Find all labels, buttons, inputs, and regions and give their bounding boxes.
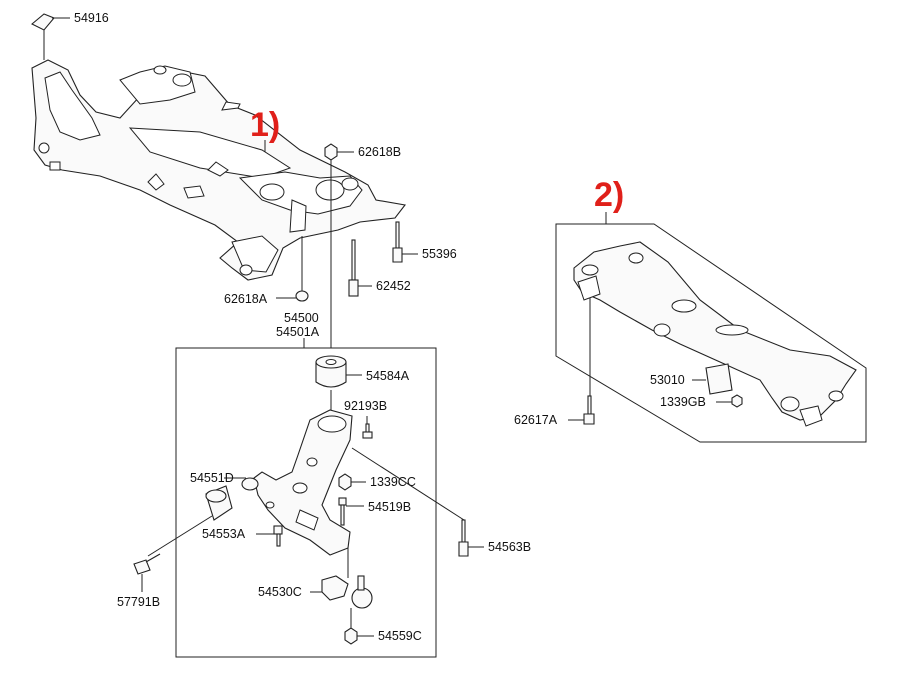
label-62452: 62452 bbox=[376, 279, 411, 293]
label-1339CC: 1339CC bbox=[370, 475, 416, 489]
label-54559C: 54559C bbox=[378, 629, 422, 643]
label-54530C: 54530C bbox=[258, 585, 302, 599]
bolt-54553A[interactable] bbox=[273, 525, 283, 547]
bolt-55396[interactable] bbox=[392, 221, 403, 263]
nut-62618B[interactable] bbox=[324, 143, 338, 161]
bracket-53010[interactable] bbox=[705, 363, 733, 395]
bolt-54563B[interactable] bbox=[458, 519, 469, 557]
front-crossmember[interactable] bbox=[31, 59, 406, 281]
bolt-54519B[interactable] bbox=[338, 497, 347, 526]
label-62618A: 62618A bbox=[224, 292, 268, 306]
label-53010: 53010 bbox=[650, 373, 685, 387]
label-54584A: 54584A bbox=[366, 369, 410, 383]
bushing-54551D[interactable] bbox=[205, 477, 259, 521]
label-62617A: 62617A bbox=[514, 413, 558, 427]
nut-1339GB[interactable] bbox=[731, 394, 743, 408]
label-54563B: 54563B bbox=[488, 540, 531, 554]
rear-crossmember-box bbox=[555, 223, 867, 443]
label-54519B: 54519B bbox=[368, 500, 411, 514]
label-55396: 55396 bbox=[422, 247, 457, 261]
bracket-54916[interactable] bbox=[31, 13, 55, 31]
rear-crossmember[interactable] bbox=[573, 241, 857, 427]
ball-joint-54530C[interactable] bbox=[321, 575, 373, 609]
bolt-62452[interactable] bbox=[348, 239, 359, 297]
washer-62618A[interactable] bbox=[295, 290, 309, 302]
nut-1339CC[interactable] bbox=[338, 473, 352, 491]
label-1339GB: 1339GB bbox=[660, 395, 706, 409]
callout-1: 1) bbox=[250, 106, 280, 144]
bolt-57791B[interactable] bbox=[133, 553, 161, 575]
label-62618B: 62618B bbox=[358, 145, 401, 159]
label-54501A: 54501A bbox=[276, 325, 320, 339]
nut-54559C[interactable] bbox=[344, 627, 358, 645]
label-57791B: 57791B bbox=[117, 595, 160, 609]
label-54553A: 54553A bbox=[202, 527, 246, 541]
lower-control-arm[interactable] bbox=[253, 409, 353, 556]
bolt-62617A[interactable] bbox=[583, 395, 595, 425]
callout-2: 2) bbox=[594, 176, 624, 214]
label-92193B: 92193B bbox=[344, 399, 387, 413]
bolt-92193B[interactable] bbox=[362, 423, 373, 439]
label-54500: 54500 bbox=[284, 311, 319, 325]
label-54551D: 54551D bbox=[190, 471, 234, 485]
bushing-54584A[interactable] bbox=[315, 355, 347, 388]
label-54916: 54916 bbox=[74, 11, 109, 25]
